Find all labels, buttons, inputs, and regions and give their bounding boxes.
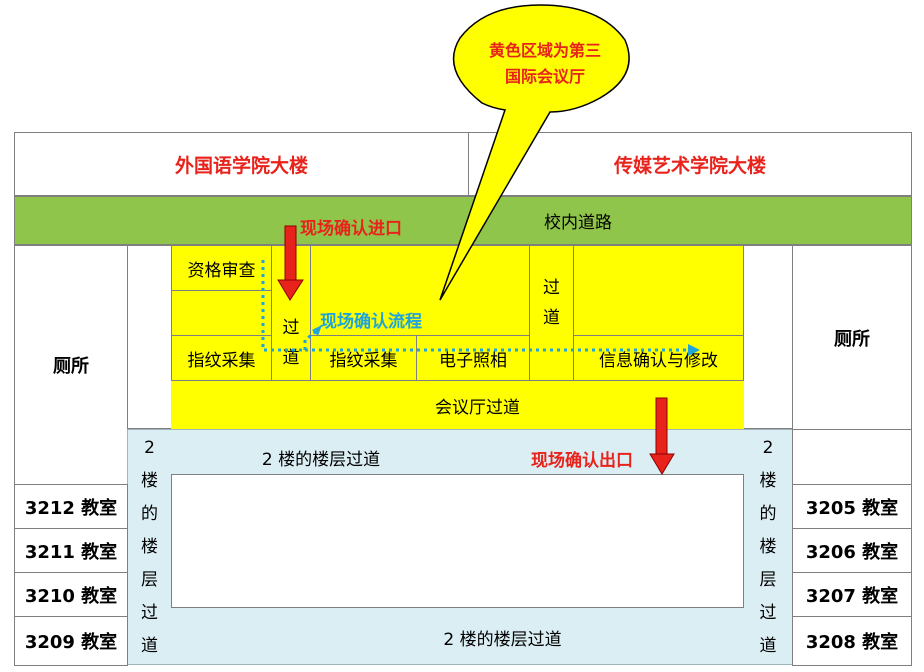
room-right-4: 3208 教室 [792, 616, 912, 666]
corridor-top: 2 楼的楼层过道 [171, 440, 471, 474]
flow-path [261, 260, 305, 352]
vchar-r-3: 的 [759, 504, 777, 524]
room-right-3-label: 3207 教室 [805, 585, 899, 607]
exit-label: 现场确认出口 [531, 451, 633, 471]
callout-line-1: 黄色区域为第三 [488, 41, 601, 60]
room-left-1-label: 3212 教室 [24, 497, 118, 519]
vchar-l-3: 的 [141, 504, 158, 524]
room-right-1-label: 3205 教室 [805, 497, 899, 519]
vchar-l-6: 过 [141, 603, 158, 623]
vchar-l-4: 楼 [141, 537, 158, 557]
entrance-label: 现场确认进口 [300, 219, 402, 239]
station-fingerprint-mid: 指纹采集 [310, 335, 417, 381]
vchar-l-7: 道 [141, 636, 158, 656]
callout-line-2: 国际会议厅 [504, 67, 585, 86]
corridor-vertical-left: 2 楼 的 楼 层 过 道 [128, 432, 171, 664]
room-right-2-label: 3206 教室 [805, 541, 899, 563]
hall-passage: 会议厅过道 [171, 381, 744, 429]
callout-text: 黄色区域为第三 国际会议厅 [470, 38, 620, 90]
vchar-l-2: 楼 [141, 471, 158, 491]
corridor-bottom-label: 2 楼的楼层过道 [443, 629, 562, 650]
room-left-4: 3209 教室 [14, 616, 128, 666]
passage-right-char-2: 道 [543, 308, 560, 328]
room-left-2-label: 3211 教室 [24, 541, 118, 563]
building-left-label: 外国语学院大楼 [174, 154, 308, 177]
station-qualification: 资格审查 [171, 245, 272, 291]
fingerprint-mid-label: 指纹采集 [329, 350, 398, 371]
inner-courtyard [171, 474, 744, 608]
room-left-3-label: 3210 教室 [24, 585, 118, 607]
station-photo: 电子照相 [416, 335, 530, 381]
vchar-r-5: 层 [759, 570, 777, 590]
corridor-bottom: 2 楼的楼层过道 [171, 620, 744, 654]
room-left-4-label: 3209 教室 [24, 632, 118, 653]
passage-right-char-1: 过 [543, 278, 560, 298]
vchar-r-6: 过 [759, 603, 777, 623]
passage-left-char-1: 过 [282, 318, 300, 338]
vchar-r-4: 楼 [759, 537, 777, 557]
corridor-top-label: 2 楼的楼层过道 [261, 449, 381, 470]
vchar-r-7: 道 [759, 636, 777, 656]
callout-bubble [439, 4, 630, 301]
flow-label: 现场确认流程 [320, 312, 422, 332]
vchar-r-2: 楼 [759, 471, 777, 491]
toilet-left-label: 厕所 [53, 356, 89, 377]
passage-left-char-2: 道 [282, 348, 300, 368]
station-fingerprint-left: 指纹采集 [171, 335, 272, 381]
vchar-r-1: 2 [762, 438, 774, 458]
hall-passage-label: 会议厅过道 [435, 397, 520, 418]
flow-arrow-head-up [312, 325, 322, 336]
room-right-4-label: 3208 教室 [805, 632, 899, 653]
passage-right: 过 道 [529, 245, 574, 381]
flow-path-up [303, 328, 319, 350]
vchar-l-5: 层 [141, 570, 158, 590]
flow-arrow-head-right [688, 344, 700, 356]
corridor-vertical-right: 2 楼 的 楼 层 过 道 [745, 432, 791, 664]
exit-arrow [649, 397, 675, 475]
toilet-right-label: 厕所 [834, 328, 870, 350]
hall-area-mid [310, 245, 530, 336]
fingerprint-left-label: 指纹采集 [187, 350, 256, 371]
vchar-l-1: 2 [144, 438, 155, 458]
building-media-arts: 传媒艺术学院大楼 [468, 132, 912, 196]
entrance-arrow [277, 225, 304, 301]
road-label: 校内道路 [544, 213, 612, 233]
qualification-label: 资格审查 [187, 260, 256, 281]
building-right-label: 传媒艺术学院大楼 [613, 154, 766, 177]
hall-area-right [573, 245, 744, 336]
photo-label: 电子照相 [439, 350, 507, 371]
